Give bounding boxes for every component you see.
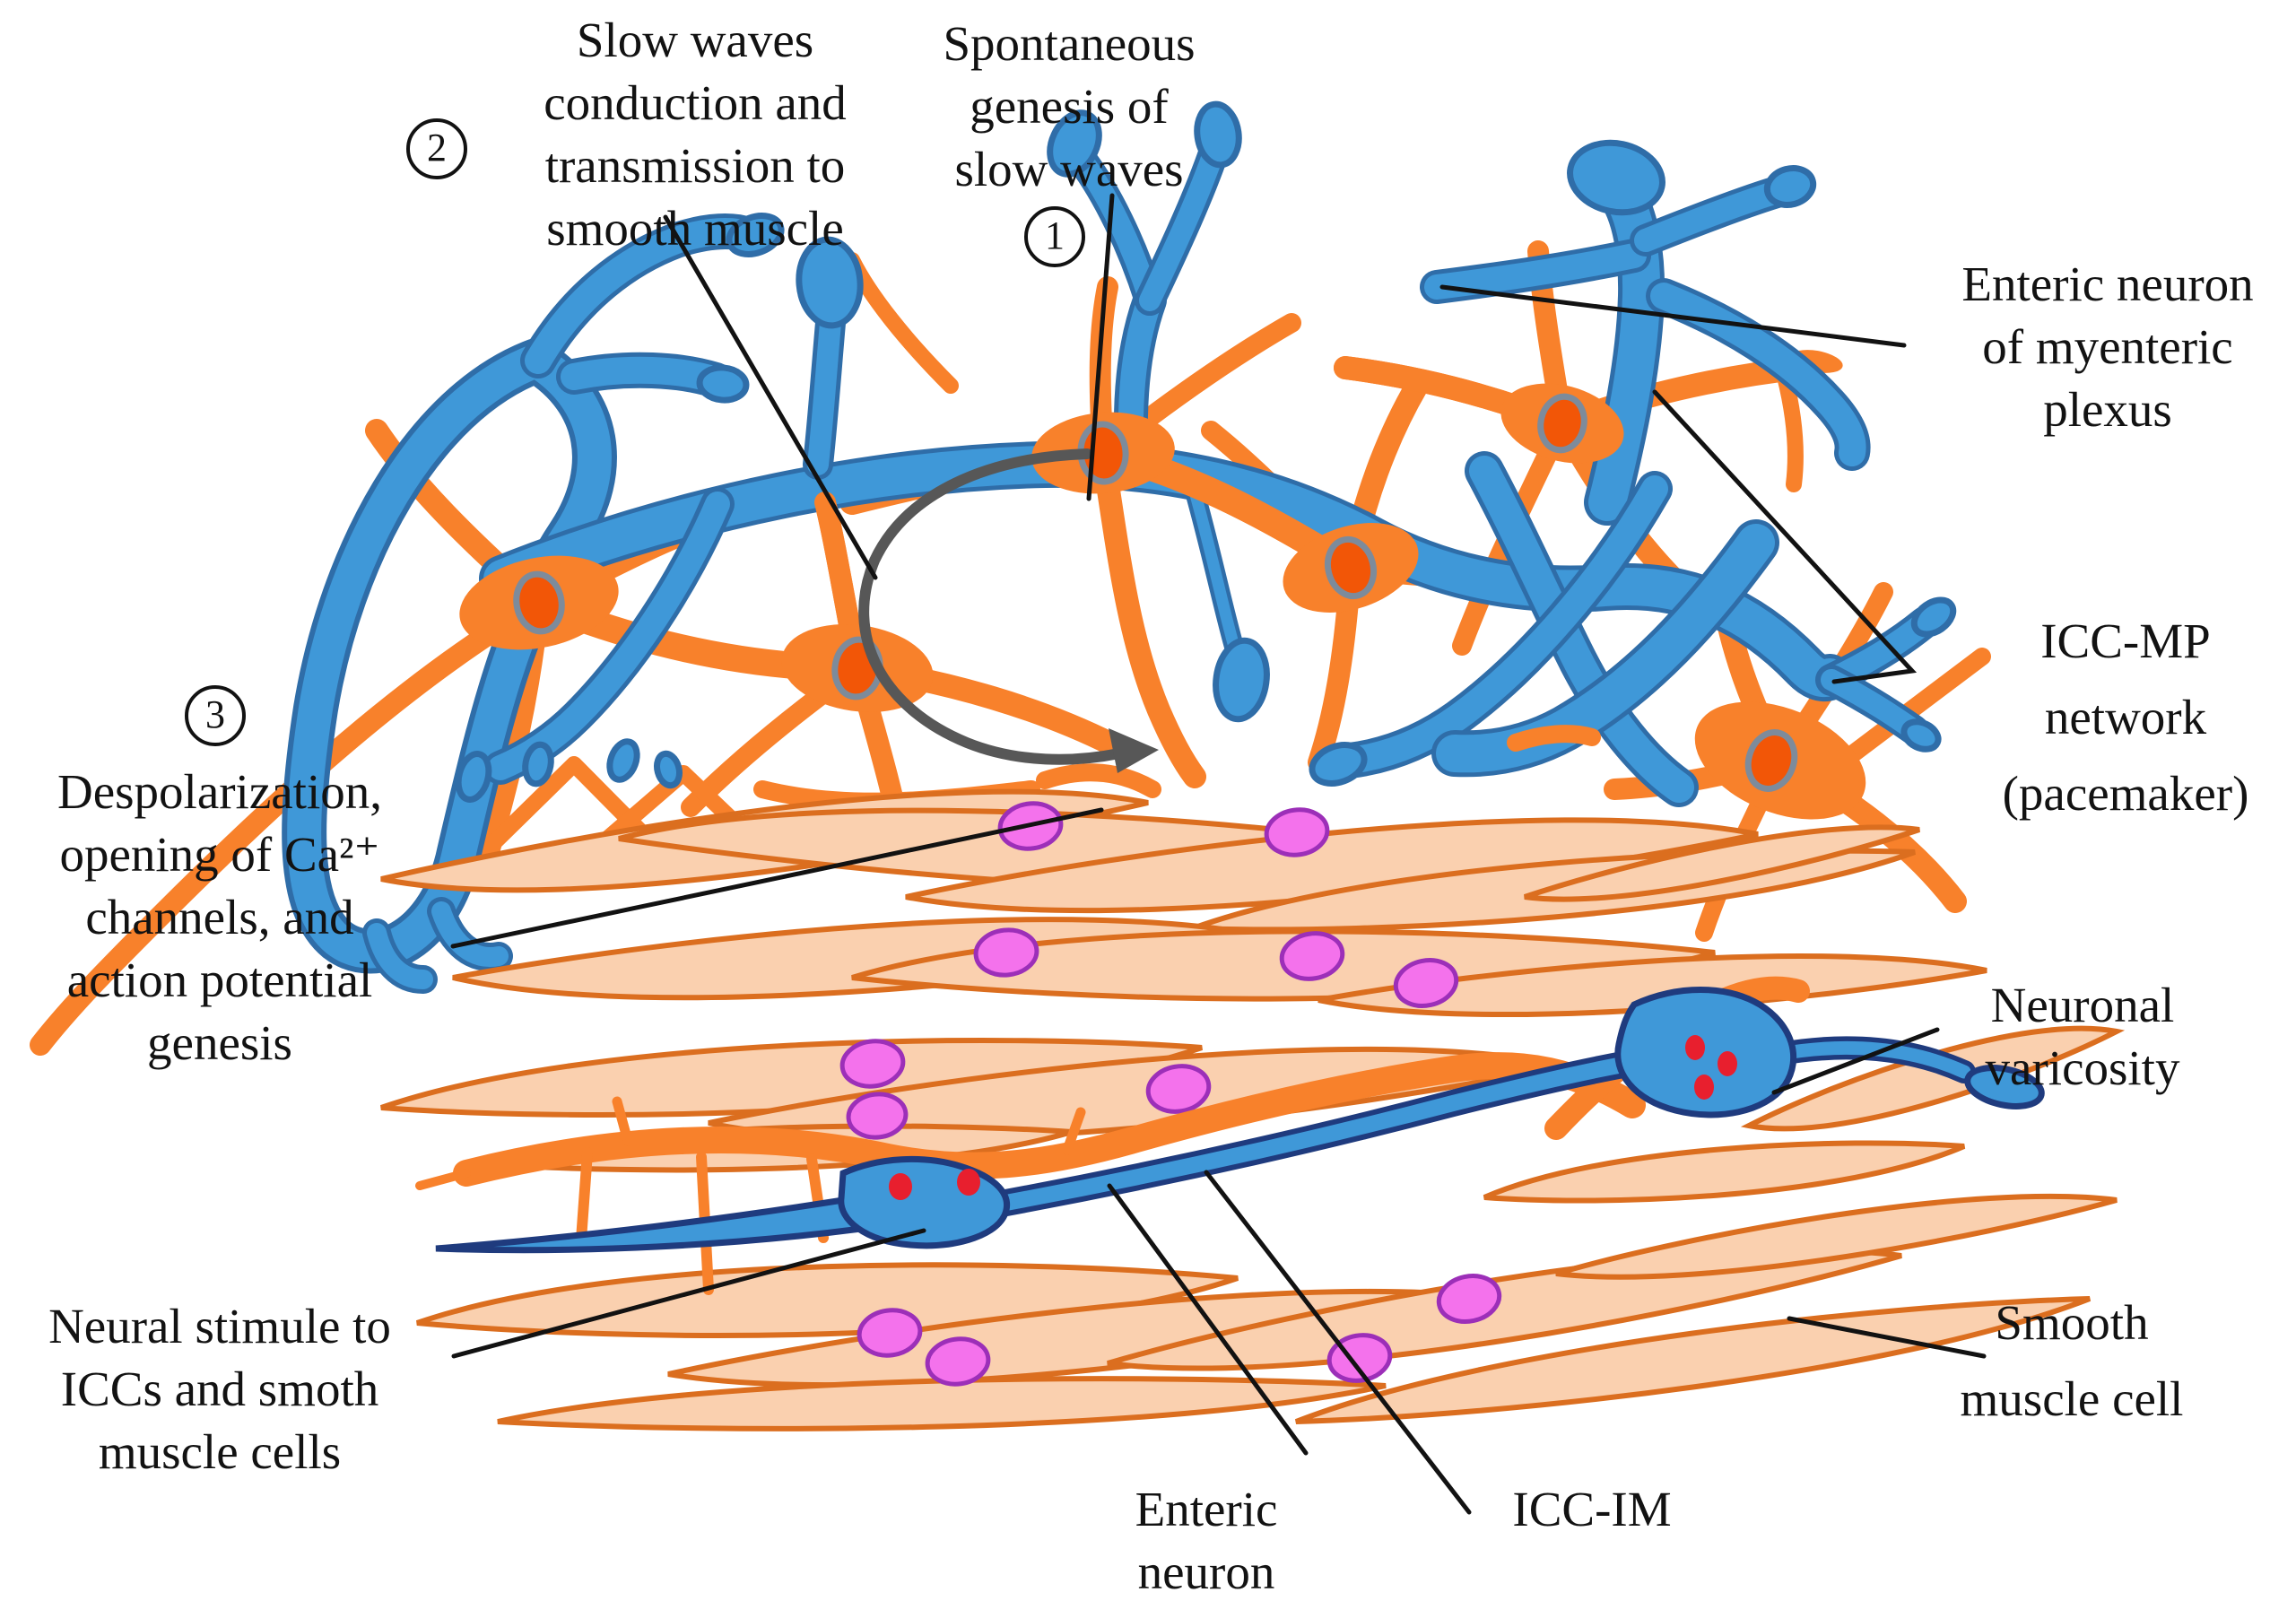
label-icc-mp: ICC-MP network (pacemaker) [2002, 613, 2249, 821]
step-2-badge: 2 [406, 118, 467, 179]
leader-enteric-lower [1107, 1183, 1309, 1456]
smooth-muscle-cell-shape [905, 817, 1759, 914]
smooth-muscle-cell-shape [1318, 953, 1987, 1018]
leader-enteric-mp [1439, 284, 1907, 348]
muscle-nucleus [925, 1336, 991, 1387]
leader-neural-stimule [451, 1228, 926, 1359]
slow-wave-arrow [858, 448, 1159, 773]
smooth-muscle-cell-shape [1555, 1193, 2118, 1280]
leader-conduction [663, 214, 878, 580]
smooth-muscle-cell-shape [1483, 1140, 1966, 1204]
step-1-badge: 1 [1024, 206, 1085, 267]
smooth-muscle-cell-shape [1524, 824, 1920, 902]
muscle-nucleus [857, 1308, 923, 1358]
leader-despolarization [450, 807, 1104, 949]
label-slow-wave-conduction: Slow waves conduction and transmission t… [544, 13, 847, 256]
neurotransmitter-dot [1685, 1035, 1705, 1060]
neurotransmitter-dot [957, 1169, 980, 1196]
label-neuronal-varicosity: Neuronal varicosity [1985, 978, 2180, 1095]
neurotransmitter-dot [1694, 1075, 1714, 1100]
icc-nucleus [513, 570, 565, 635]
muscle-nucleus [1393, 958, 1459, 1008]
leader-icc-mp [1652, 389, 1918, 684]
step-3-badge: 3 [185, 685, 246, 746]
label-neural-stimule: Neural stimule to ICCs and smoth muscle … [48, 1299, 391, 1479]
muscle-nucleus [1264, 807, 1330, 857]
smooth-muscle-cell-shape [1740, 1025, 2126, 1132]
leader-icc-im [1204, 1170, 1472, 1515]
enteric-nerve-fiber [435, 987, 2045, 1254]
muscle-nucleus [839, 1039, 906, 1089]
label-spontaneous-genesis: Spontaneous genesis of slow waves [943, 16, 1196, 196]
icc-nucleus [1537, 393, 1587, 454]
muscle-nucleus [1279, 931, 1345, 981]
label-smooth-muscle-cell: Smooth muscle cell [1960, 1295, 2184, 1426]
icc-nucleus [1324, 535, 1378, 600]
label-enteric-neuron-mp: Enteric neuron of myenteric plexus [1961, 257, 2254, 437]
icc-nucleus [1744, 729, 1798, 792]
leader-lines [450, 193, 1987, 1515]
neuronal-varicosity-2 [1614, 987, 1797, 1118]
label-icc-im: ICC-IM [1512, 1482, 1672, 1536]
smooth-muscle-cell-shape [380, 1038, 1203, 1118]
label-despolarization: Despolarization, opening of Ca²⁺ channel… [57, 764, 382, 1070]
label-enteric-neuron-lower: Enteric neuron [1135, 1482, 1278, 1599]
muscle-nucleus [1436, 1274, 1502, 1324]
muscle-nucleus [1145, 1064, 1212, 1114]
leader-neuronal-varicosity [1771, 1027, 1940, 1095]
enteric-neuron-network [304, 100, 1957, 979]
leader-spontaneous [1086, 193, 1115, 501]
neurotransmitter-dot [889, 1173, 912, 1200]
muscle-nucleus [846, 1092, 909, 1140]
smooth-muscle-cell-shape [497, 1376, 1387, 1431]
leader-smooth-muscle [1787, 1316, 1987, 1359]
smooth-muscle-cell-shape [1294, 1296, 2092, 1424]
muscle-nucleus [1326, 1333, 1393, 1383]
muscle-nucleus [973, 927, 1039, 978]
neurotransmitter-dot [1718, 1051, 1737, 1076]
